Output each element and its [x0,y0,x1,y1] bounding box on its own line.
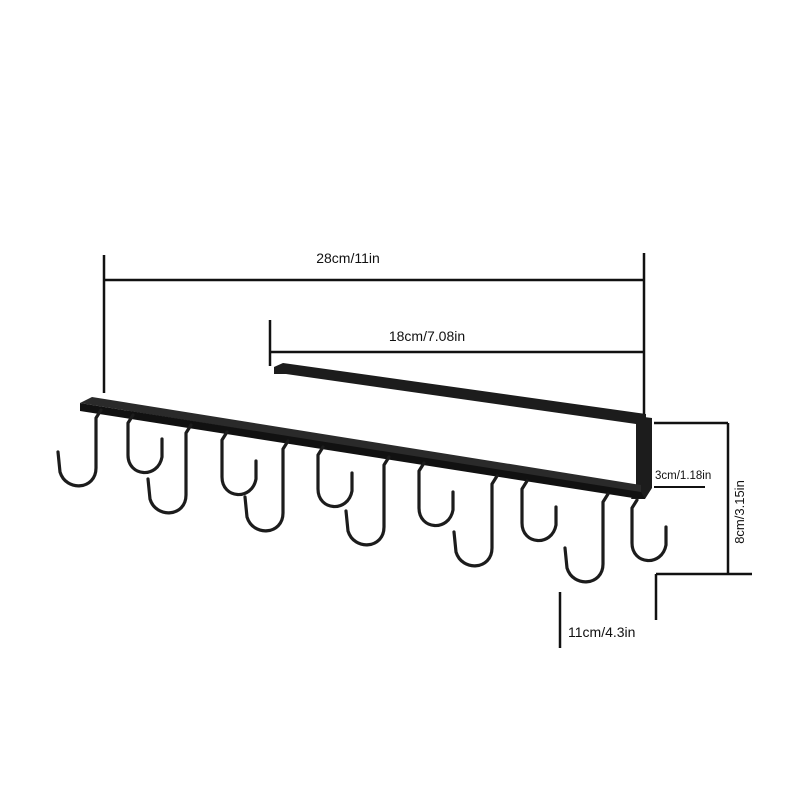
slot-length-label: 18cm/7.08in [389,328,465,344]
hook-2 [126,413,164,475]
hook-6 [316,445,354,509]
slot-height-label: 3cm/1.18in [655,470,711,482]
dimension-annotations [102,253,752,648]
hook-11 [563,492,610,584]
base-plate-top [80,397,641,492]
hook-9 [452,474,499,568]
hook-rack [56,363,668,584]
hook-8 [417,461,455,528]
hooks-group [56,408,668,584]
upper-clip-arm [274,363,646,424]
total-length-label: 28cm/11in [316,250,380,266]
hook-1 [56,408,103,488]
hook-12 [630,498,668,563]
depth-label: 11cm/4.3in [568,624,635,640]
hook-5 [243,439,290,533]
hook-3 [146,423,193,515]
base-plate-front [80,403,645,499]
dimension-labels: 28cm/11in 18cm/7.08in 3cm/1.18in 8cm/3.1… [316,250,747,640]
back-bracket [631,416,652,499]
hook-10 [520,479,558,543]
hook-7 [344,455,391,547]
total-height-label: 8cm/3.15in [732,480,747,544]
hook-4 [220,430,258,497]
